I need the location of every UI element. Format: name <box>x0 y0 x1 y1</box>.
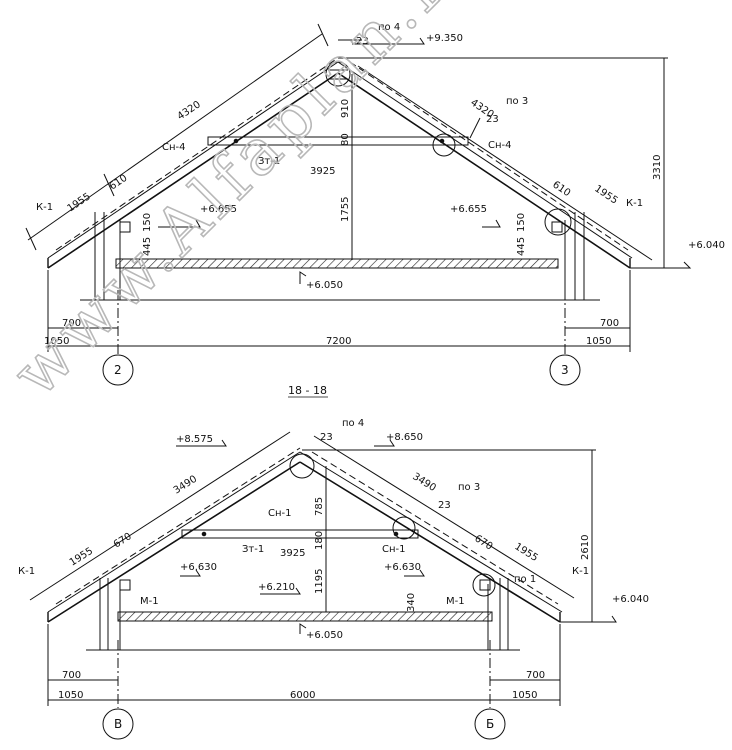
b-d700-left: 700 <box>62 670 81 681</box>
b-d1050-left: 1050 <box>58 690 83 701</box>
mid2-node-circle <box>392 516 416 540</box>
axis-bubble-3 <box>549 354 581 386</box>
collar-tie-beam-2 <box>181 529 419 539</box>
top-node-mid: по 3 <box>506 96 528 107</box>
axis-bubble-2 <box>102 354 134 386</box>
section-title: 18 - 18 <box>288 384 327 397</box>
top-rafter-left: Сн-4 <box>162 142 186 153</box>
top-span: 7200 <box>326 336 351 347</box>
b-d670-left: 670 <box>112 531 134 550</box>
collar-tie-beam <box>207 136 469 146</box>
top-eave-left: К-1 <box>36 202 53 213</box>
top-eave-mark: +6.040 <box>688 240 725 251</box>
roof-slope-left-dashed <box>55 57 339 251</box>
bottom-section <box>29 431 617 740</box>
axis-bubble-v <box>102 708 134 740</box>
top-d1955-left: 1955 <box>66 191 93 214</box>
axis-label-2: 2 <box>114 363 122 377</box>
b-rafter-left: Сн-1 <box>268 508 292 519</box>
top-slope-right: 4320 <box>468 97 495 120</box>
b-d1050-right: 1050 <box>512 690 537 701</box>
top-d610-right: 610 <box>550 179 572 199</box>
roof2-slope-right <box>299 461 561 623</box>
b-h340: 340 <box>406 593 417 612</box>
b-h1195: 1195 <box>314 569 325 594</box>
b-h2610: 2610 <box>580 535 591 560</box>
top-angle-2: 23 <box>486 114 499 125</box>
top-h80: 80 <box>340 133 351 146</box>
top-beam-dim: 3925 <box>310 166 335 177</box>
top-h150-left: 150 <box>142 213 153 232</box>
top-beam-right-mark: +6.655 <box>450 204 487 215</box>
top-beam-left-mark: +6.655 <box>200 204 237 215</box>
top-h445-left: 445 <box>142 237 153 256</box>
top-slope-left: 4320 <box>176 99 203 122</box>
b-d700-right: 700 <box>526 670 545 681</box>
b-node-top: по 4 <box>342 418 364 429</box>
top-eave-right: К-1 <box>626 198 643 209</box>
b-angle-1: 23 <box>320 432 333 443</box>
top-section <box>25 23 692 386</box>
axis-bubble-b <box>474 708 506 740</box>
top-d700-left: 700 <box>62 318 81 329</box>
top-h445-right: 445 <box>516 237 527 256</box>
b-tie-label: Зт-1 <box>242 544 264 555</box>
top-node-top: по 4 <box>378 22 400 33</box>
ridge-node-circle <box>325 61 351 87</box>
roof-slope-left <box>47 72 339 269</box>
ridge2-node-circle <box>289 453 315 479</box>
b-d1955-right: 1955 <box>512 541 539 564</box>
axis-label-3: 3 <box>561 363 569 377</box>
b-eave-mark: +6.040 <box>612 594 649 605</box>
b-ridge-right: +8.650 <box>386 432 423 443</box>
b-eave-left: К-1 <box>18 566 35 577</box>
b-rafter-right: Сн-1 <box>382 544 406 555</box>
b-h785: 785 <box>314 497 325 516</box>
b-beam-right-mark: +6.630 <box>384 562 421 573</box>
b-mauer-left: М-1 <box>140 596 159 607</box>
axis-label-b: Б <box>486 717 494 731</box>
top-h910: 910 <box>340 99 351 118</box>
top-angle-1: 23 <box>356 36 369 47</box>
b-node-mid: по 3 <box>458 482 480 493</box>
top-h3310: 3310 <box>652 155 663 180</box>
top-h150-right: 150 <box>516 213 527 232</box>
b-slope-right: 3490 <box>410 471 437 494</box>
roof-slope-right-inner <box>337 61 633 259</box>
top-h1755: 1755 <box>340 197 351 222</box>
roof-slope-right-dashed <box>349 61 629 251</box>
top-d1955-right: 1955 <box>592 183 619 206</box>
top-d610-left: 610 <box>108 173 130 193</box>
top-d1050-left: 1050 <box>44 336 69 347</box>
roof-slope-left-inner <box>47 61 339 259</box>
b-d1955-left: 1955 <box>68 546 95 569</box>
top-rafter-right: Сн-4 <box>488 140 512 151</box>
roof-slope-right <box>337 72 631 269</box>
eave2-node-circle <box>472 573 496 597</box>
top-floor-mark: +6.050 <box>306 280 343 291</box>
b-d670-right: 670 <box>472 533 494 552</box>
b-span: 6000 <box>290 690 315 701</box>
b-node-low: по 1 <box>514 574 536 585</box>
b-angle-2: 23 <box>438 500 451 511</box>
b-beam-left-mark: +6.630 <box>180 562 217 573</box>
roof2-slope-left <box>47 461 301 623</box>
eave-node-circle <box>544 208 572 236</box>
b-h180: 180 <box>314 531 325 550</box>
mid-node-circle <box>432 133 456 157</box>
floor-slab-2 <box>117 611 493 622</box>
b-ridge-left: +8.575 <box>176 434 213 445</box>
floor-slab <box>115 258 559 269</box>
top-d1050-right: 1050 <box>586 336 611 347</box>
b-beam-dim: 3925 <box>280 548 305 559</box>
top-ridge-mark: +9.350 <box>426 33 463 44</box>
top-d700-right: 700 <box>600 318 619 329</box>
b-floor-mark: +6.050 <box>306 630 343 641</box>
b-eave-right: К-1 <box>572 566 589 577</box>
b-mauer-right: М-1 <box>446 596 465 607</box>
axis-label-v: В <box>114 717 122 731</box>
top-tie-label: Зт-1 <box>258 156 280 167</box>
b-wall-mark: +6.210 <box>258 582 295 593</box>
